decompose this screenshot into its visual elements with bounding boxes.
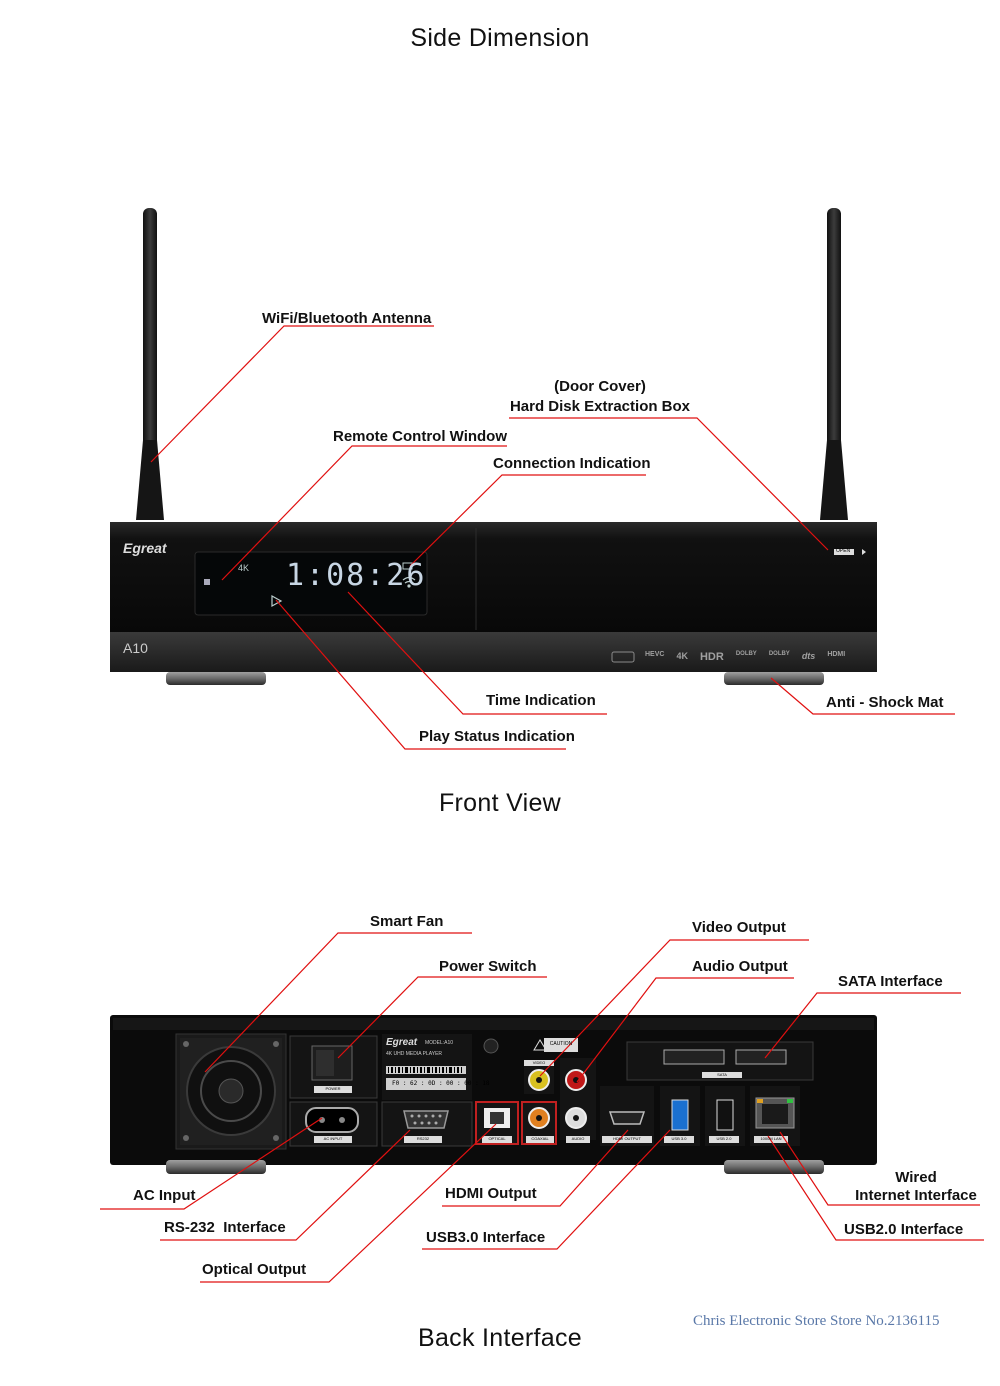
port-label-audio: AUDIO [571, 1136, 585, 1141]
label-hdd-box: Hard Disk Extraction Box [509, 398, 691, 415]
label-optical-output: Optical Output [202, 1261, 307, 1278]
coaxial-port [521, 1101, 557, 1145]
port-label-ac-input: AC INPUT [323, 1136, 343, 1141]
back-brand-logo: Egreat [386, 1037, 418, 1048]
back-model-line: MODEL:A10 [425, 1040, 454, 1046]
label-time: Time Indication [486, 692, 596, 709]
label-usb2-interface: USB2.0 Interface [844, 1221, 964, 1238]
label-connection: Connection Indication [493, 455, 651, 472]
display-4k-badge: 4K [238, 563, 250, 573]
audio-rca-ports [560, 1058, 596, 1143]
rs232-port [381, 1101, 473, 1147]
play-icon [271, 594, 283, 608]
hdmi-port [600, 1086, 654, 1146]
screw-icon [483, 1038, 499, 1054]
label-wired-line1: Wired [895, 1169, 937, 1186]
port-label-optical: OPTICAL [488, 1136, 506, 1141]
back-foot-right [724, 1160, 824, 1174]
front-foot-right [724, 672, 824, 685]
optical-port [475, 1101, 519, 1145]
usb3-port [660, 1086, 700, 1146]
format-logos [611, 651, 635, 663]
front-bottom-bar [110, 632, 877, 672]
logo-dolby-2: DOLBY [768, 651, 790, 657]
port-label-power: POWER [325, 1086, 341, 1091]
usb2-port [705, 1086, 745, 1146]
logo-4k: 4K [676, 651, 688, 661]
logo-dolby-1: DOLBY [735, 651, 757, 657]
port-label-usb2: USB 2.0 [716, 1136, 732, 1141]
label-usb3-interface: USB3.0 Interface [426, 1229, 546, 1246]
label-video-output: Video Output [692, 919, 786, 936]
back-foot-left [166, 1160, 266, 1174]
format-logo-row: HEVC 4K HDR DOLBY DOLBY dts HDMI [645, 651, 845, 663]
back-device [110, 1015, 877, 1174]
front-device [110, 208, 877, 685]
port-label-lan: 1000M LAN [760, 1136, 782, 1141]
front-foot-left [166, 672, 266, 685]
power-switch [289, 1035, 378, 1099]
label-smart-fan: Smart Fan [370, 913, 444, 930]
logo-hdmi: HDMI [827, 651, 846, 658]
port-label-hdmi: HDMI OUTPUT [613, 1136, 641, 1141]
wifi-icon [402, 576, 416, 588]
logo-dts: dts [801, 651, 816, 661]
logo-hdr: HDR [699, 651, 724, 663]
section-title-side-dimension: Side Dimension [410, 24, 590, 52]
eject-icon [862, 549, 866, 555]
antenna-left [136, 208, 164, 520]
front-model-label: A10 [123, 640, 148, 656]
label-sata-interface: SATA Interface [838, 973, 943, 990]
video-rca-port [524, 1060, 554, 1094]
label-ac-input: AC Input [133, 1187, 196, 1204]
label-remote-window: Remote Control Window [333, 428, 508, 445]
section-title-back-interface: Back Interface [417, 1324, 582, 1352]
label-wired-line2: Internet Interface [855, 1187, 977, 1204]
label-audio-output: Audio Output [692, 958, 788, 975]
label-power-switch: Power Switch [439, 958, 537, 975]
port-label-usb3: USB 3.0 [671, 1136, 687, 1141]
connection-icon [402, 562, 413, 570]
logo-hevc: HEVC [645, 651, 665, 658]
display-time-readout: 1:08:26 [286, 558, 427, 593]
back-product-line: 4K UHD MEDIA PLAYER [386, 1051, 443, 1057]
label-plate [382, 1034, 499, 1100]
port-label-video: VIDEO [532, 1060, 546, 1065]
fan-grille [175, 1033, 287, 1150]
mac-address: F0 : 62 : 0D : 00 : 00 : 18 [392, 1080, 490, 1087]
port-label-rs232: RS232 [416, 1136, 430, 1141]
display-window [194, 551, 428, 616]
port-label-coaxial: COAXIAL [531, 1136, 549, 1141]
label-rs232-interface: RS-232 Interface [164, 1219, 286, 1236]
front-brand-logo: Egreat [123, 540, 167, 556]
caution-label: CAUTION [549, 1041, 573, 1047]
open-button [834, 549, 854, 555]
label-antenna: WiFi/Bluetooth Antenna [262, 310, 432, 327]
open-button-label: OPEN [836, 548, 851, 554]
label-door-cover: (Door Cover) [554, 378, 646, 395]
label-hdmi-output: HDMI Output [445, 1185, 537, 1202]
sata-bay [626, 1041, 814, 1081]
label-anti-shock: Anti - Shock Mat [826, 694, 944, 711]
leader-lines [100, 325, 984, 1283]
caution-sticker [544, 1038, 578, 1052]
store-watermark: Chris Electronic Store Store No.2136115 [693, 1313, 940, 1329]
port-label-sata: SATA [717, 1072, 727, 1077]
antenna-right [820, 208, 848, 520]
label-play-status: Play Status Indication [419, 728, 575, 745]
section-title-front-view: Front View [438, 789, 562, 817]
ac-input-port [289, 1101, 378, 1147]
